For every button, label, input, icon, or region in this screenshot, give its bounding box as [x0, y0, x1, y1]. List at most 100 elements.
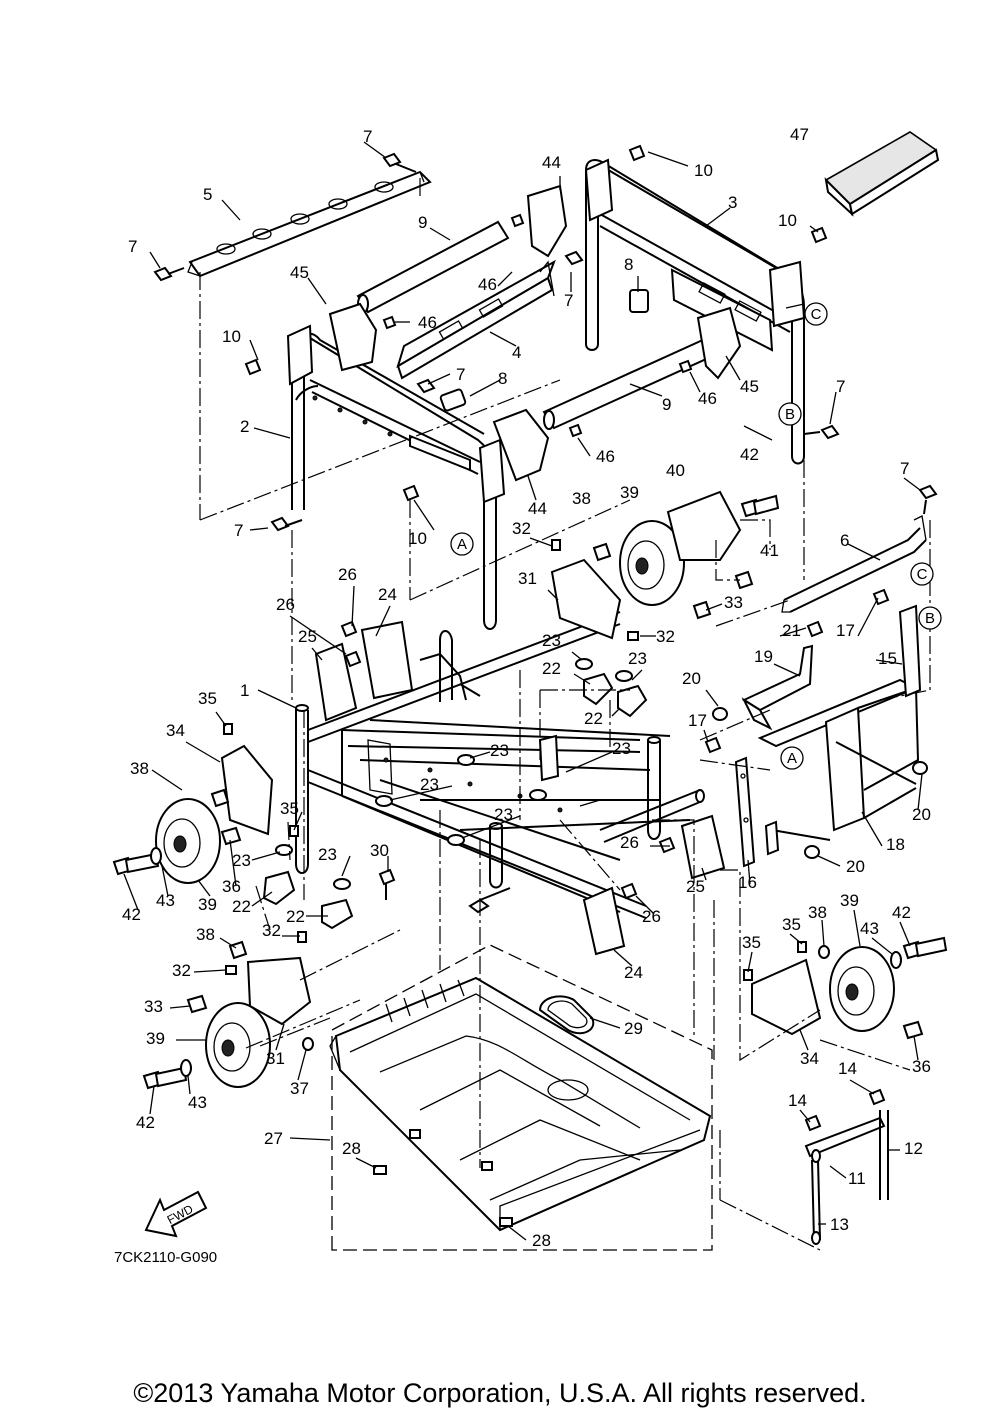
part-5-brace-plate	[187, 170, 432, 278]
callout-44: 44	[542, 153, 561, 172]
callout-23: 23	[494, 805, 513, 824]
callout-28: 28	[342, 1139, 361, 1158]
part-25-shields	[314, 642, 726, 880]
callout-10: 10	[222, 327, 241, 346]
callout-17: 17	[836, 621, 855, 640]
part-27-floor-pan	[329, 976, 712, 1232]
callout-23: 23	[420, 775, 439, 794]
callout-13: 13	[830, 1215, 849, 1234]
callout-36: 36	[222, 877, 241, 896]
callout-40: 40	[666, 461, 685, 480]
callout-22: 22	[286, 907, 305, 926]
part-16-bracket	[734, 756, 756, 868]
callout-38: 38	[808, 903, 827, 922]
part-11-14-linkage	[804, 1088, 889, 1245]
callout-22: 22	[232, 897, 251, 916]
ref-marker-A-lower: A	[780, 746, 804, 770]
callout-18: 18	[886, 835, 905, 854]
callout-32: 32	[512, 519, 531, 538]
callout-11: 11	[848, 1169, 866, 1188]
callout-8: 8	[624, 255, 633, 274]
callout-36: 36	[912, 1057, 931, 1076]
callout-22: 22	[584, 709, 603, 728]
callout-1: 1	[240, 681, 249, 700]
callout-27: 27	[264, 1129, 283, 1148]
callout-39: 39	[146, 1029, 165, 1048]
part-2-front-roll-bar	[286, 324, 506, 630]
callout-32: 32	[172, 961, 191, 980]
ref-marker-B-upper: B	[778, 402, 802, 426]
callout-28: 28	[532, 1231, 551, 1250]
part-26-rivets	[340, 620, 676, 900]
callout-16: 16	[738, 873, 757, 892]
callout-4: 4	[512, 343, 521, 362]
callout-7: 7	[900, 459, 909, 478]
callout-46: 46	[418, 313, 437, 332]
callout-46: 46	[698, 389, 717, 408]
ref-marker-A-upper: A	[450, 532, 474, 556]
callout-21: 21	[782, 621, 801, 640]
callout-38: 38	[130, 759, 149, 778]
svg-text:A: A	[457, 536, 467, 553]
part-1-main-frame	[295, 611, 705, 919]
callout-24: 24	[378, 585, 397, 604]
leader-lines	[149, 141, 921, 561]
callout-31: 31	[518, 569, 537, 588]
callout-46: 46	[478, 275, 497, 294]
callout-43: 43	[156, 891, 175, 910]
callout-41: 41	[760, 541, 779, 560]
callout-23: 23	[318, 845, 337, 864]
callout-19: 19	[754, 647, 773, 666]
svg-text:C: C	[917, 566, 928, 583]
callout-17: 17	[688, 711, 707, 730]
svg-text:B: B	[925, 610, 935, 627]
callout-33: 33	[144, 997, 163, 1016]
part-39-wheels	[155, 520, 895, 1088]
leader-lines-lower	[123, 537, 923, 1241]
callout-38: 38	[196, 925, 215, 944]
ref-marker-C-upper: C	[804, 302, 828, 326]
callout-7: 7	[836, 377, 845, 396]
callout-23: 23	[628, 649, 647, 668]
copyright-notice: ©2013 Yamaha Motor Corporation, U.S.A. A…	[133, 1378, 867, 1408]
callout-24: 24	[624, 963, 643, 982]
callout-26: 26	[276, 595, 295, 614]
part-31-34-40-wheel-brackets	[220, 490, 822, 1036]
assembly-lines	[199, 178, 931, 1251]
callout-10: 10	[694, 161, 713, 180]
callout-20: 20	[846, 857, 865, 876]
callout-37: 37	[290, 1079, 309, 1098]
callout-7: 7	[564, 291, 573, 310]
callout-30: 30	[370, 841, 389, 860]
callout-42: 42	[136, 1113, 155, 1132]
callout-14: 14	[838, 1059, 857, 1078]
part-15-bracket	[898, 604, 922, 698]
callout-26: 26	[642, 907, 661, 926]
callout-32: 32	[262, 921, 281, 940]
callout-38: 38	[572, 489, 591, 508]
part-24-shield-upper	[360, 620, 626, 956]
callout-2: 2	[240, 417, 249, 436]
callout-14: 14	[788, 1091, 807, 1110]
callout-26: 26	[620, 833, 639, 852]
part-4-panel	[396, 259, 556, 380]
callout-20: 20	[912, 805, 931, 824]
callout-9: 9	[418, 213, 427, 232]
part-42-43-bolts-washers	[112, 494, 948, 1090]
callout-43: 43	[860, 919, 879, 938]
callout-32: 32	[656, 627, 675, 646]
callout-45: 45	[740, 377, 759, 396]
small-fasteners	[186, 144, 928, 1051]
callout-labels: 7 5 7 9 44 10 3 47 10 46 7 8 45 46 4 10 …	[122, 125, 931, 1250]
callout-8: 8	[498, 369, 507, 388]
callout-10: 10	[778, 211, 797, 230]
callout-46: 46	[596, 447, 615, 466]
part-18-rear-frame	[757, 678, 920, 856]
drawing-code: 7CK2110-G090	[114, 1249, 217, 1266]
callout-26: 26	[338, 565, 357, 584]
fwd-arrow-icon: FWD	[144, 1190, 208, 1238]
callout-45: 45	[290, 263, 309, 282]
callout-3: 3	[728, 193, 737, 212]
callout-35: 35	[742, 933, 761, 952]
